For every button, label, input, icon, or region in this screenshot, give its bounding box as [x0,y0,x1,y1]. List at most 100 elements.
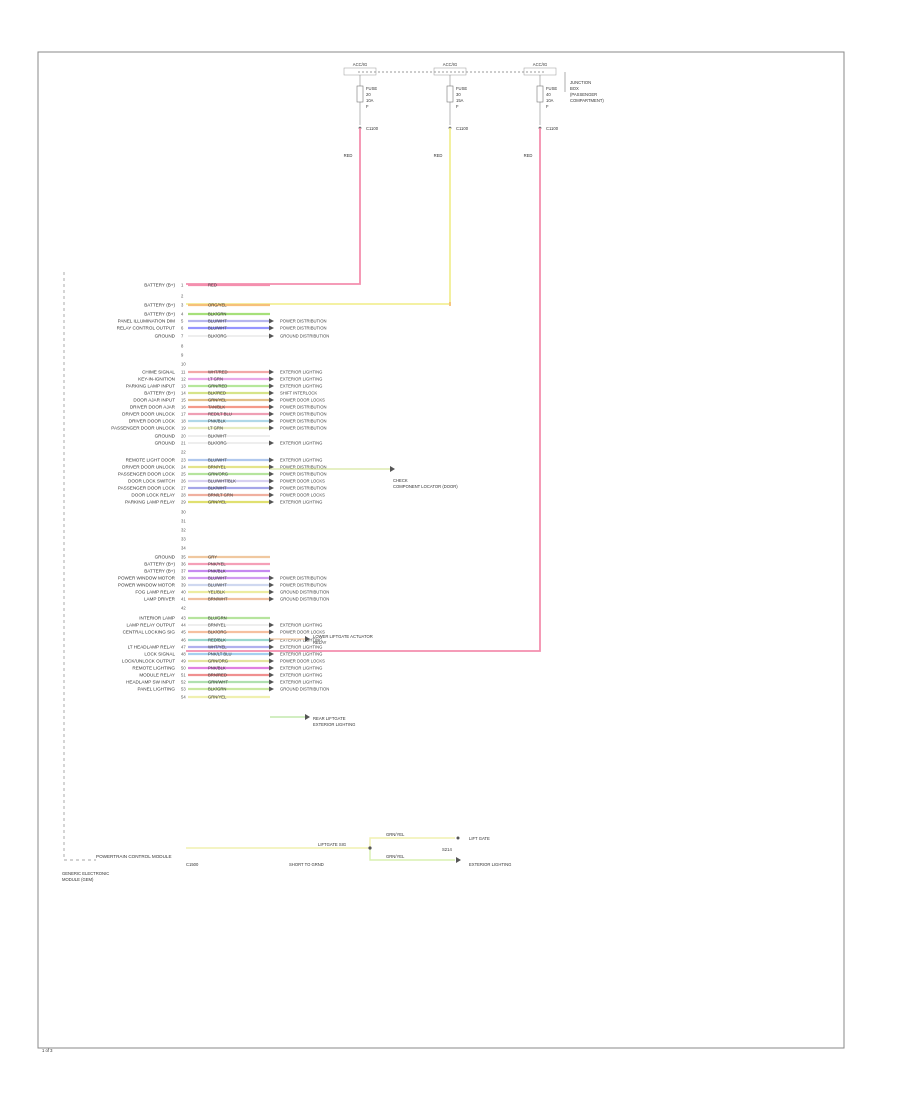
pin-number: 48 [181,652,186,657]
pin-function-label: LOCK/UNLOCK OUTPUT [122,659,175,664]
pin-number: 38 [181,576,186,581]
pin-function-label: KEY-IN-IGNITION [138,377,175,382]
pin-number: 43 [181,616,186,621]
splice-2-label: SHORT TO GRND [289,862,324,867]
pin-number: 14 [181,391,186,396]
callout-2-line-1: LOWER LIFTGATE ACTUATOR [313,634,373,639]
pin-number: 7 [181,334,184,339]
wire-color-code: BLU/WHT [208,458,227,463]
callout-2-line-2: RELAY [313,640,327,645]
arrow-right-icon [269,383,274,389]
wire-color-code: GRN/ORG [208,659,228,664]
fuse-line-1-1: FUSE [366,86,377,91]
pin-destination: EXTERIOR LIGHTING [280,673,322,678]
pin-number: 35 [181,555,186,560]
wire-color-code: BLK/WHT [208,486,227,491]
pin-function-label: DOOR AJAR INPUT [133,398,175,403]
callout-2-arrow-icon [305,636,310,642]
pin-destination: EXTERIOR LIGHTING [280,666,322,671]
bottom-splices: LIFTGATE SIG GRN/YEL LIFT GATE S214 SHOR… [186,832,511,867]
pin-row: 33 [181,537,186,542]
arrow-right-icon [269,622,274,628]
pin-function-label: DRIVER DOOR UNLOCK [122,412,176,417]
pin-destination: POWER DISTRIBUTION [280,576,327,581]
pin-destination: EXTERIOR LIGHTING [280,441,322,446]
arrow-right-icon [269,440,274,446]
arrow-right-icon [269,658,274,664]
fuse-block: ACC/IG FUSE 20 10A F C1100 RED ACC/IG FU… [344,62,605,158]
pin-function-label: PARKING LAMP INPUT [126,384,175,389]
pin-number: 4 [181,312,184,317]
wire-color-code: GRN/WHT [208,680,228,685]
pin-number: 23 [181,458,186,463]
module-connector: C1500 [186,862,199,867]
pin-number: 3 [181,303,184,308]
fuse-line-1-2: 20 [366,92,371,97]
pin-function-label: BATTERY (B+) [144,391,175,396]
pin-number: 39 [181,583,186,588]
arrow-right-icon [269,376,274,382]
arrow-right-icon [269,672,274,678]
pin-number: 32 [181,528,186,533]
fuse-line-3-2: 40 [546,92,551,97]
arrow-right-icon [269,478,274,484]
wire-label-3: RED [524,153,533,158]
pin-destination: POWER DOOR LOCKS [280,398,325,403]
pin-destination: SHIFT INTERLOCK [280,391,317,396]
callout-3-line-1: REAR LIFTGATE [313,716,346,721]
splice-2-code: GRN/YEL [386,854,405,859]
pin-number: 9 [181,353,184,358]
fuse-element-3 [536,85,544,103]
fuse-note-line-2: BOX [570,86,579,91]
fuse-line-1-3: 10A [366,98,374,103]
pin-number: 18 [181,419,186,424]
pin-function-label: PASSENGER DOOR UNLOCK [111,426,176,431]
pin-destination: POWER DOOR LOCKS [280,479,325,484]
fuse-note-line-3: (PASSENGER [570,92,597,97]
wire-color-code: LT GRN [208,426,223,431]
pin-number: 27 [181,486,186,491]
pin-number: 41 [181,597,186,602]
pin-function-label: GROUND [155,434,176,439]
splice-wire-1 [186,837,455,849]
pin-function-label: LT HEADLAMP RELAY [128,645,175,650]
wire-color-code: TAN/BLK [208,405,225,410]
callout-1-arrow-icon [390,466,395,472]
pin-function-label: PARKING LAMP RELAY [125,500,175,505]
wire-color-code: PNK/LT BLU [208,652,232,657]
wire-color-code: PNK/BLK [208,419,226,424]
pin-number: 2 [181,294,184,299]
arrow-right-icon [269,457,274,463]
pin-function-label: PANEL LIGHTING [137,687,175,692]
pin-number: 42 [181,606,186,611]
pin-function-label: DRIVER DOOR AJAR [130,405,176,410]
wire-color-code: BLK/GRN [208,312,226,317]
arrow-right-icon [269,390,274,396]
pin-number: 8 [181,344,184,349]
pin-function-label: DRIVER DOOR UNLOCK [122,465,176,470]
pin-number: 54 [181,695,186,700]
wire-color-code: WHT/YEL [208,645,227,650]
arrow-right-icon [269,404,274,410]
arrow-right-icon [269,644,274,650]
pin-destination: POWER DOOR LOCKS [280,493,325,498]
fuse-line-2-1: FUSE [456,86,467,91]
wire-color-code: BRN/YEL [208,623,227,628]
wire-color-code: BRN/YEL [208,465,227,470]
wire-label-2: RED [434,153,443,158]
wire-label-1: RED [344,153,353,158]
fuse-line-2-2: 30 [456,92,461,97]
pin-destination: POWER DISTRIBUTION [280,405,327,410]
splice-1-end-label: LIFT GATE [469,836,490,841]
pin-destination: POWER DISTRIBUTION [280,426,327,431]
